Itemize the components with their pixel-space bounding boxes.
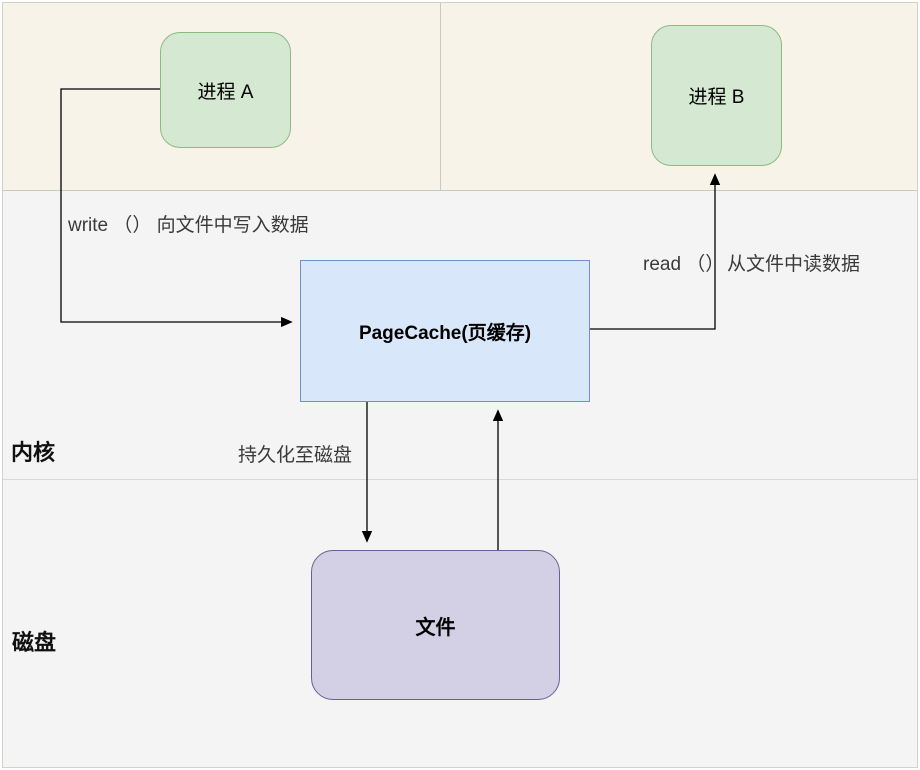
process-column-divider	[440, 2, 441, 190]
persist-edge-label: 持久化至磁盘	[238, 445, 353, 466]
process-a-label: 进程 A	[197, 81, 254, 103]
process-b-label: 进程 B	[688, 87, 745, 108]
pagecache-label: PageCache(页缓存)	[358, 322, 532, 344]
node-process-b: 进程 B	[651, 25, 782, 166]
node-process-a: 进程 A	[160, 32, 291, 148]
read-call-label: read （）	[643, 254, 725, 275]
disk-lane-label: 磁盘	[12, 630, 57, 655]
kernel-lane-label: 内核	[11, 440, 56, 465]
node-pagecache: PageCache(页缓存)	[300, 260, 590, 402]
node-file: 文件	[311, 550, 560, 700]
read-desc-label: 从文件中读数据	[727, 254, 861, 275]
write-edge-label: write （） 向文件中写入数据	[68, 215, 309, 236]
file-label: 文件	[415, 616, 456, 639]
